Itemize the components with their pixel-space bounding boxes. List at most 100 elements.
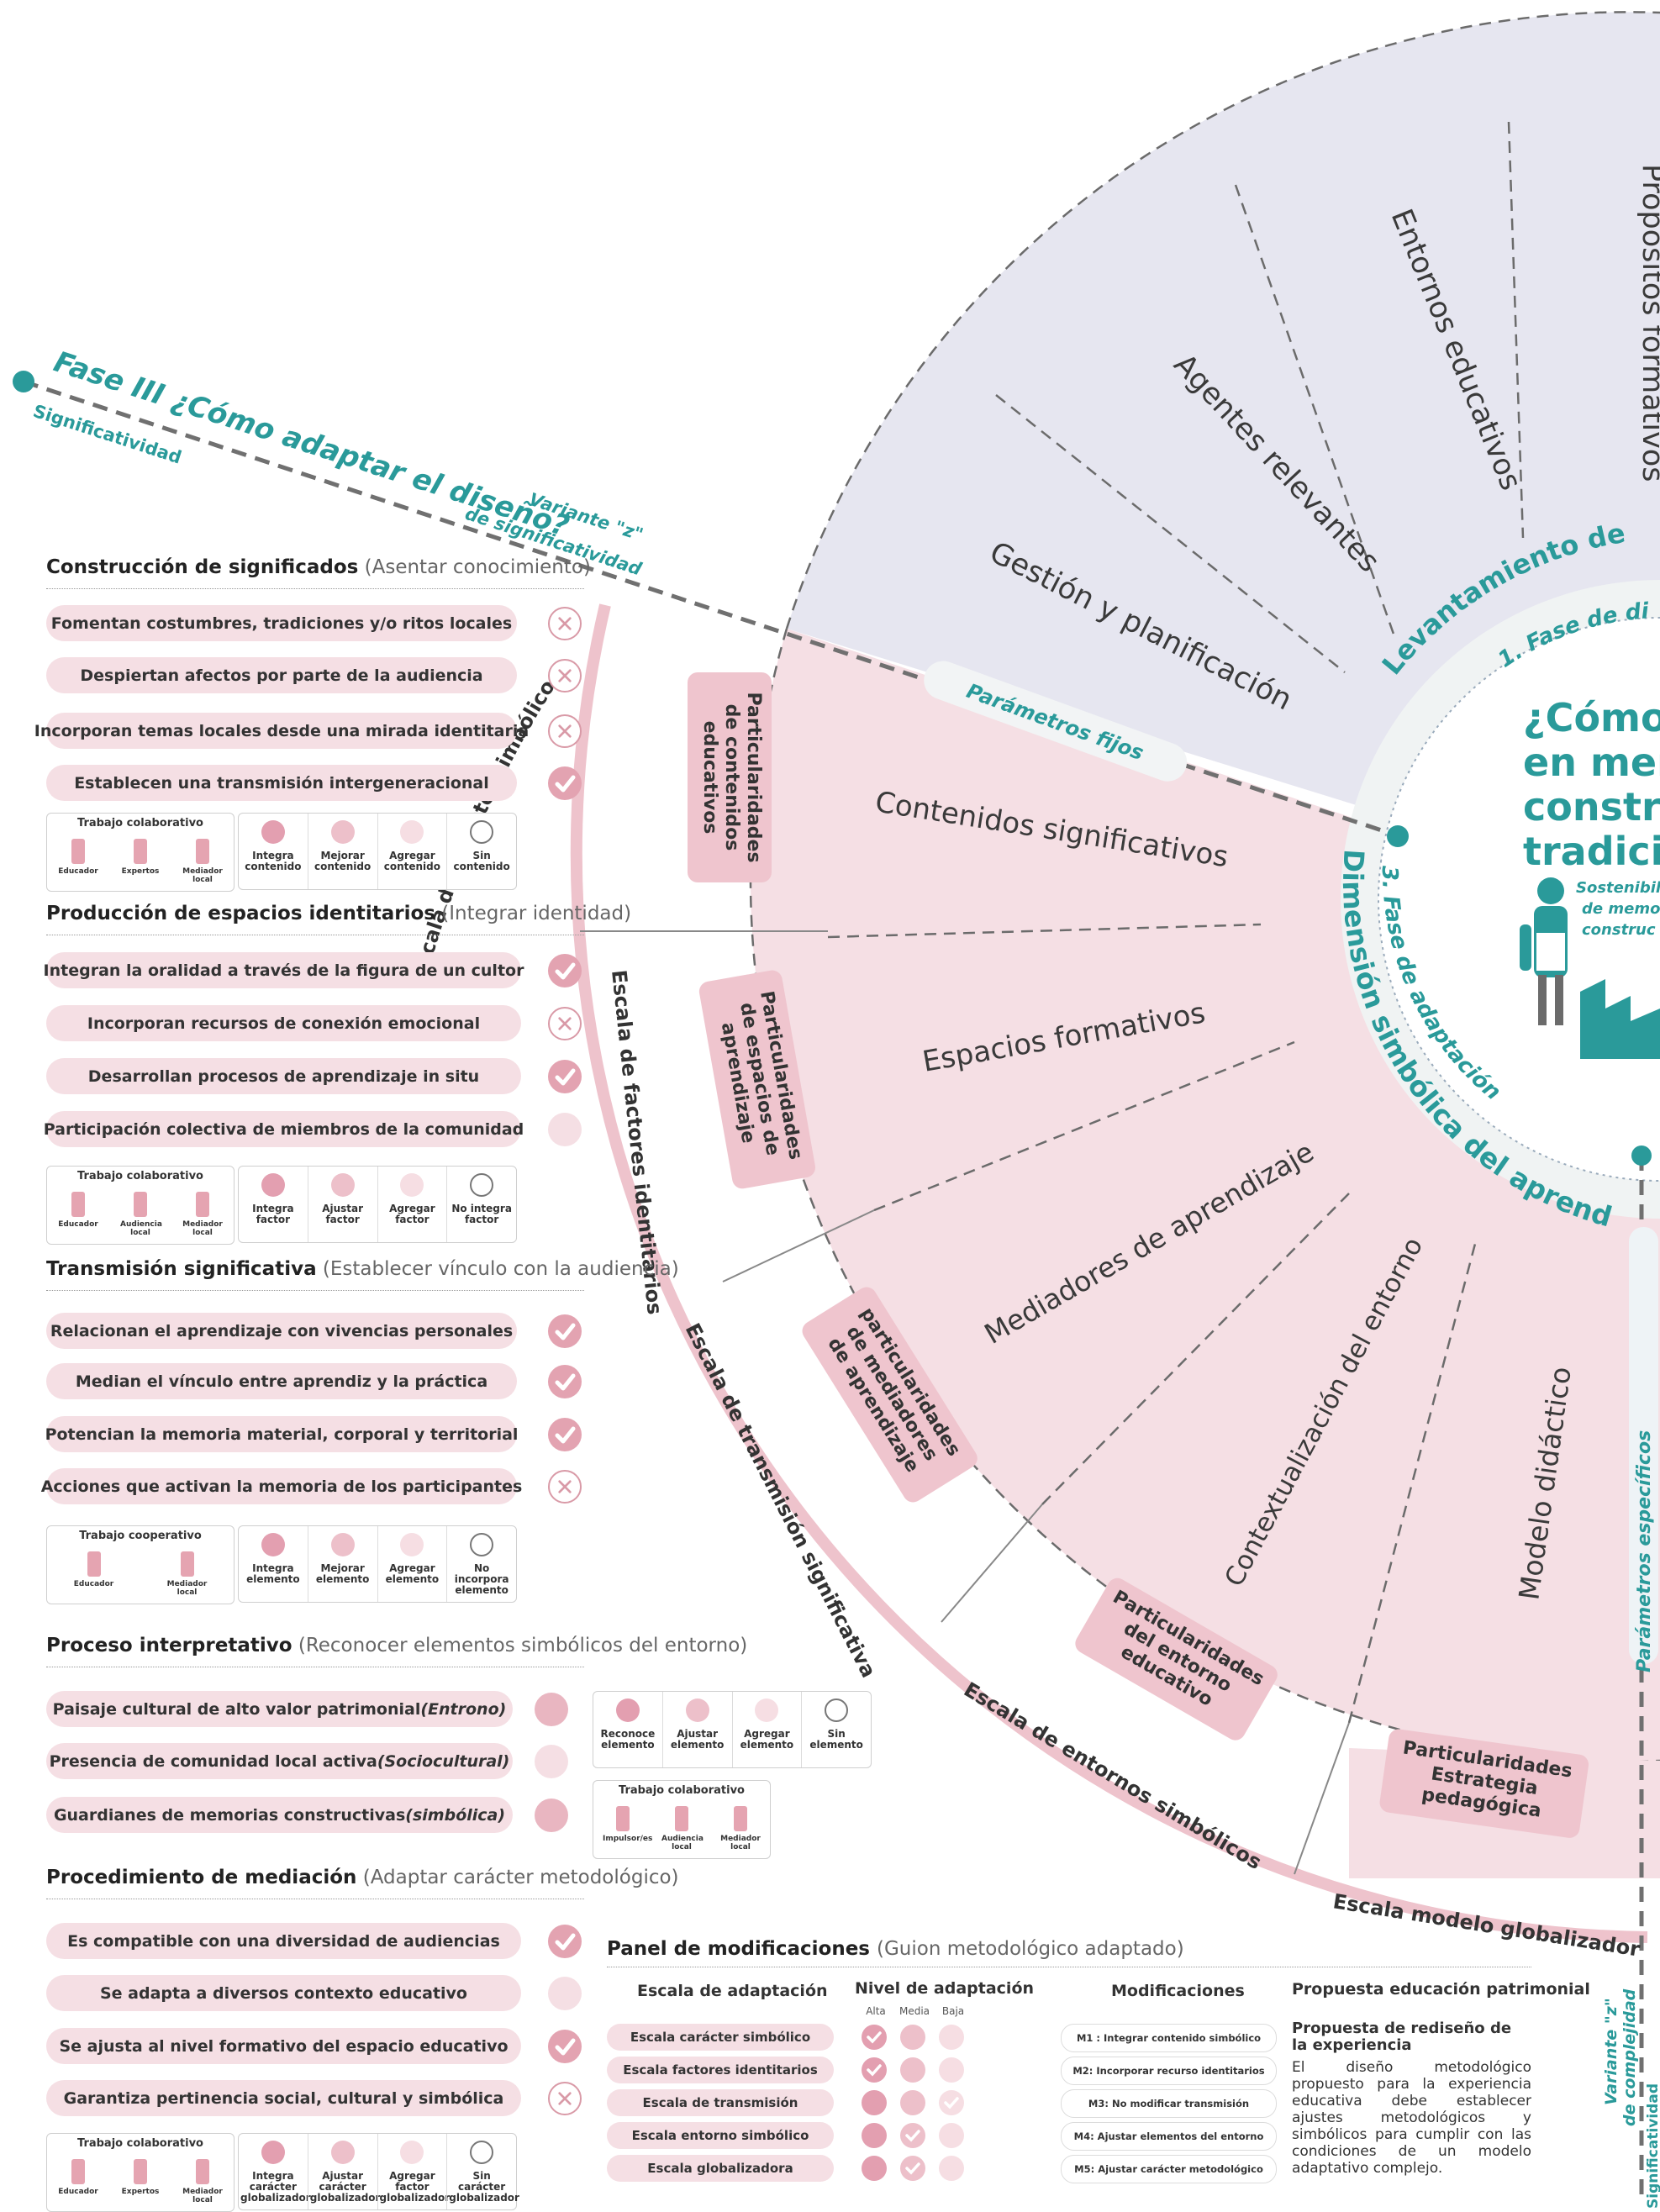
proposal-block: Propuesta de rediseño de la experiencia … [1292, 2020, 1531, 2178]
legend-cell: Ajustar elemento [661, 1692, 732, 1767]
criterion-item: Fomentan costumbres, tradiciones y/o rit… [46, 605, 517, 641]
criterion-label: Integran la oralidad a través de la figu… [43, 961, 524, 980]
adaptation-scale: Escala globalizadora [607, 2155, 834, 2182]
complexity-variant-1: Variante "z" [1602, 1998, 1620, 2105]
divider [1041, 1193, 1350, 1505]
legend-label: Integra carácter globalizador [240, 2170, 311, 2204]
cross-icon [548, 2082, 582, 2115]
legend-label: Ajustar carácter globalizador [309, 2170, 381, 2204]
level-dot-icon [862, 2057, 887, 2083]
section-title-sub: (Adaptar carácter metodológico) [356, 1867, 679, 1888]
divider [1507, 121, 1525, 539]
person-illustration [1520, 877, 1660, 1059]
legend-label: Ajustar factor [322, 1203, 364, 1225]
level-dot-icon [330, 1533, 355, 1556]
criterion-item: Se ajusta al nivel formativo del espacio… [46, 2028, 521, 2064]
criterion-label: Median el vínculo entre aprendiz y la pr… [75, 1372, 488, 1391]
legend-label: Agregar elemento [740, 1728, 794, 1751]
criterion-label: Se ajusta al nivel formativo del espacio… [59, 2036, 509, 2056]
criterion-item: Es compatible con una diversidad de audi… [46, 1923, 521, 1959]
criterion-label: Relacionan el aprendizaje con vivencias … [50, 1321, 514, 1340]
legend-cell: Agregar contenido [377, 814, 447, 889]
criterion-label: Desarrollan procesos de aprendizaje in s… [87, 1066, 480, 1086]
level-dot-icon [615, 1698, 640, 1722]
person-label: Mediador local [182, 2188, 223, 2204]
person-label: Expertos [121, 867, 160, 876]
section-title-s5: Procedimiento de mediación (Adaptar cará… [46, 1867, 679, 1888]
criterion-label: Garantiza pertinencia social, cultural y… [63, 2088, 504, 2108]
particular-mediators [802, 1287, 978, 1503]
legend-label: No integra factor [451, 1203, 512, 1225]
legend-label: Mejorar elemento [315, 1562, 370, 1585]
divider [1294, 1722, 1350, 1875]
level-dot-icon [900, 2156, 925, 2181]
status-circle-icon [535, 1745, 568, 1778]
criterion-label: Fomentan costumbres, tradiciones y/o rit… [50, 614, 513, 633]
phase-start-dot [13, 371, 34, 392]
person-label: Audiencia local [661, 1835, 704, 1851]
particular-contents-1: Particularidades [743, 692, 764, 862]
criterion-item: Acciones que activan la memoria de los p… [41, 1468, 522, 1504]
legend-cell: Agregar factor globalizador [377, 2134, 450, 2209]
legend-label: Mejorar contenido [314, 850, 372, 872]
status-circle-icon [535, 1799, 568, 1832]
collaboration-title: Trabajo colaborativo [77, 2137, 203, 2150]
legend-label: No incorpora elemento [454, 1562, 509, 1596]
person-label: Educador [58, 867, 98, 876]
cross-icon [548, 1470, 582, 1504]
criterion-tag: (simbólica) [405, 1805, 506, 1825]
modification-item: M4: Ajustar elementos del entorno [1061, 2122, 1277, 2151]
center-title-4: tradicio [1523, 829, 1660, 874]
person-label: Mediador local [182, 1220, 223, 1237]
particular-contents-2: de contenidos [721, 704, 742, 851]
person-icon [675, 1806, 688, 1831]
person-label: Expertos [121, 2188, 160, 2196]
criterion-label: Presencia de comunidad local activa [49, 1751, 377, 1771]
modification-item: M1 : Integrar contenido simbólico [1061, 2024, 1277, 2052]
legend-cell: Integra contenido [239, 814, 308, 889]
level-head: Alta [866, 2005, 886, 2017]
particular-environment [1075, 1577, 1278, 1741]
person-icon [71, 839, 85, 864]
section-title-sub: (Reconocer elementos simbólicos del ento… [292, 1635, 748, 1656]
criterion-label: Guardianes de memorias constructivas [53, 1805, 406, 1825]
section-title-main: Procedimiento de mediación [46, 1867, 357, 1888]
criterion-item: Paisaje cultural de alto valor patrimoni… [46, 1691, 513, 1727]
legend-cell: Integra elemento [239, 1526, 308, 1602]
criterion-item: Despiertan afectos por parte de la audie… [46, 657, 517, 693]
legend-cell: Integra carácter globalizador [239, 2134, 311, 2209]
legend-label: Sin contenido [453, 850, 510, 872]
criterion-item: Participación colectiva de miembros de l… [44, 1111, 524, 1147]
criterion-label: Incorporan recursos de conexión emociona… [87, 1014, 481, 1033]
level-dot-icon [862, 2156, 887, 2181]
legend-cell: No incorpora elemento [446, 1526, 516, 1602]
level-dot-icon [939, 2025, 964, 2050]
legend-cell: Reconoce elemento [593, 1692, 662, 1767]
center-sub-3: construc [1582, 921, 1656, 939]
check-icon [548, 766, 582, 800]
section-title-main: Transmisión significativa [46, 1258, 317, 1280]
person-icon [196, 839, 209, 864]
criterion-item: Establecen una transmisión intergeneraci… [46, 765, 517, 801]
level-dot-icon [330, 820, 355, 844]
section-title-s2: Producción de espacios identitarios (Int… [46, 903, 631, 924]
level-dot-icon [261, 1173, 285, 1197]
level-head: Baja [941, 2005, 965, 2017]
check-icon [548, 2030, 582, 2063]
section-title-main: Producción de espacios identitarios [46, 903, 435, 924]
proposal-title: Propuesta de rediseño de la experiencia [1292, 2020, 1512, 2054]
legend-cell: Sin carácter globalizador [446, 2134, 519, 2209]
legend-label: Ajustar elemento [670, 1728, 725, 1751]
person-label: Educador [58, 2188, 98, 2196]
legend-cell: Ajustar carácter globalizador [307, 2134, 381, 2209]
section-rule [46, 588, 584, 589]
level-dot-icon [470, 1173, 494, 1197]
status-circle-icon [548, 1113, 582, 1146]
level-dot-icon [400, 820, 424, 844]
divider [1347, 1243, 1477, 1724]
outer-dashed-ring [785, 11, 1660, 629]
criterion-item: Desarrollan procesos de aprendizaje in s… [46, 1058, 521, 1094]
